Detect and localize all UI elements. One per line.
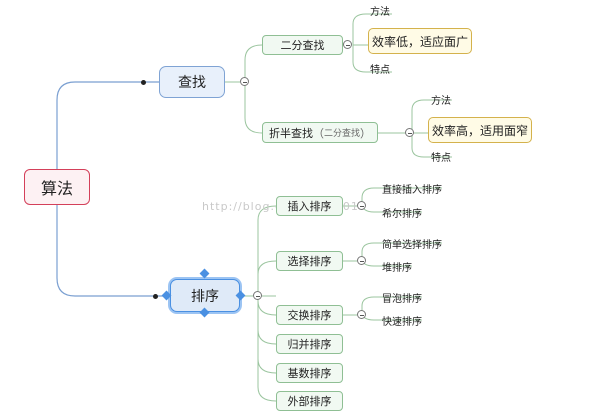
collapse-toggle-exchange-sort[interactable] xyxy=(357,310,366,319)
root-node-algorithm[interactable]: 算法 xyxy=(24,169,90,205)
edge-root-sort xyxy=(56,205,170,297)
leaf-selection-item[interactable]: 简单选择排序 xyxy=(382,240,442,251)
half-search-paren-open: （ xyxy=(312,126,324,140)
collapse-toggle-insertion-sort[interactable] xyxy=(357,201,366,210)
half-search-alias: 二分查找 xyxy=(323,129,360,139)
leaf-exchange-item[interactable]: 冒泡排序 xyxy=(382,294,422,305)
node-selection-sort[interactable]: 选择排序 xyxy=(276,251,343,271)
node-half-search[interactable]: 折半查找（二分查找） xyxy=(262,122,378,143)
collapse-toggle-half-search[interactable] xyxy=(405,128,414,137)
node-insertion-sort[interactable]: 插入排序 xyxy=(276,196,343,216)
label-method[interactable]: 方法 xyxy=(370,7,390,18)
collapse-toggle-sort[interactable] xyxy=(253,291,262,300)
node-sort[interactable]: 排序 xyxy=(170,279,240,312)
half-search-label: 折半查找 xyxy=(268,126,313,140)
edge-root-search xyxy=(56,81,159,169)
node-exchange-sort[interactable]: 交换排序 xyxy=(276,305,343,325)
connector-dot xyxy=(153,294,158,299)
node-radix-sort[interactable]: 基数排序 xyxy=(276,363,343,383)
collapse-toggle-binary-search[interactable] xyxy=(343,40,352,49)
collapse-toggle-search[interactable] xyxy=(240,77,249,86)
note-binary-search[interactable]: 效率低，适应面广 xyxy=(368,28,472,54)
collapse-toggle-selection-sort[interactable] xyxy=(357,256,366,265)
label-method[interactable]: 方法 xyxy=(431,96,451,107)
leaf-insertion-item[interactable]: 希尔排序 xyxy=(382,209,422,220)
node-binary-search[interactable]: 二分查找 xyxy=(262,35,343,55)
leaf-selection-item[interactable]: 堆排序 xyxy=(382,263,412,274)
label-feature[interactable]: 特点 xyxy=(370,65,390,76)
leaf-exchange-item[interactable]: 快速排序 xyxy=(382,317,422,328)
leaf-insertion-item[interactable]: 直接插入排序 xyxy=(382,185,442,196)
node-merge-sort[interactable]: 归并排序 xyxy=(276,334,343,354)
node-external-sort[interactable]: 外部排序 xyxy=(276,391,343,411)
half-search-paren-close: ） xyxy=(360,126,371,140)
node-search[interactable]: 查找 xyxy=(159,66,225,98)
label-feature[interactable]: 特点 xyxy=(431,153,451,164)
connector-dot xyxy=(141,80,146,85)
note-half-search[interactable]: 效率高，适用面窄 xyxy=(428,117,532,143)
